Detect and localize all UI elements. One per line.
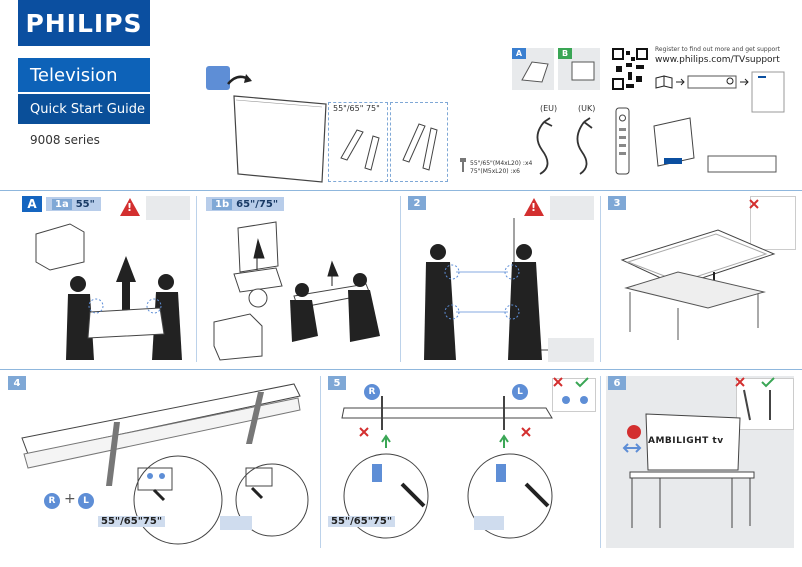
left-stand-badge-5: L — [512, 384, 528, 400]
stand-box-2 — [390, 102, 448, 182]
step-3-cross-panel — [750, 196, 796, 250]
step-3-illustration — [620, 199, 776, 340]
step-1a-illustration — [35, 223, 182, 360]
step-1b-tag: 1b 65"/75" — [206, 197, 285, 211]
tv-panel-illustration — [233, 95, 327, 183]
step-2-illustration — [424, 218, 548, 360]
remote-control-icon — [615, 107, 630, 175]
plug-uk-label: (UK) — [578, 104, 596, 113]
badge-b: B — [558, 48, 572, 59]
screw-spec-line2: 75"(M5xL20) :x6 — [470, 168, 520, 175]
step-5-badge: 5 — [328, 376, 346, 390]
power-cord-icon — [536, 117, 593, 175]
step-6-illustration — [622, 377, 775, 528]
wall-mount-icon — [521, 61, 595, 83]
brand-name: PHILIPS — [25, 8, 143, 38]
ambilight-logo: AMBILIGHT tv — [648, 436, 724, 446]
support-url[interactable]: www.philips.com/TVsupport — [655, 55, 780, 65]
step-1b-size: 65"/75" — [236, 198, 279, 210]
step-2-detail-panel — [550, 196, 594, 220]
step-1b-number: 1b — [212, 198, 233, 210]
step-6-check-panel — [736, 378, 794, 430]
qr-code-icon — [612, 48, 648, 90]
badge-a: A — [512, 48, 526, 59]
divider-row2 — [0, 369, 802, 370]
divider-v1 — [196, 196, 197, 362]
step-5-blank-label — [474, 516, 504, 530]
step-5-size-label: 55"/65"75" — [328, 516, 396, 527]
warning-exclamation: ! — [531, 201, 537, 214]
product-title: Television — [18, 58, 150, 92]
divider-v3 — [600, 196, 601, 362]
series-label: 9008 series — [30, 133, 100, 147]
step-a-badge: A — [22, 196, 42, 212]
documentation-icon — [653, 117, 777, 173]
step-6-badge: 6 — [608, 376, 626, 390]
divider-row1 — [0, 190, 802, 191]
warning-icon-2: ! — [524, 198, 544, 216]
step-1a-tag: 1a 55" — [46, 197, 101, 211]
stand-box-1 — [328, 102, 388, 182]
plug-eu-label: (EU) — [540, 104, 558, 113]
step-4-size-label: 55"/65"75" — [98, 516, 166, 527]
step-2-badge: 2 — [408, 196, 426, 210]
unbox-icon — [206, 66, 230, 90]
plus-sign: + — [64, 491, 76, 507]
screw-spec-line1: 55"/65"(M4xL20) :x4 — [470, 160, 533, 167]
step-1a-size: 55" — [75, 198, 95, 210]
step-1a-number: 1a — [52, 198, 72, 210]
step-1b-illustration — [213, 221, 380, 361]
arrow-icon — [227, 74, 252, 85]
stand-legs-icon — [340, 123, 438, 171]
step-4-illustration — [21, 383, 309, 545]
divider-v5 — [600, 376, 601, 548]
stand-sizes-label: 55"/65" 75" — [333, 104, 380, 113]
guide-title: Quick Start Guide — [18, 94, 150, 124]
step-3-badge: 3 — [608, 196, 626, 210]
warning-exclamation: ! — [127, 201, 133, 214]
step-1a-detail-panel — [146, 196, 190, 220]
book-search-icon — [655, 71, 785, 113]
left-stand-badge: L — [78, 493, 94, 509]
divider-v4 — [320, 376, 321, 548]
right-stand-badge-5: R — [364, 384, 380, 400]
screw-icon — [460, 158, 466, 172]
divider-v2 — [400, 196, 401, 362]
step-4-badge: 4 — [8, 376, 26, 390]
right-stand-badge: R — [44, 493, 60, 509]
philips-logo: PHILIPS — [18, 0, 150, 46]
step-4-blank-label — [220, 516, 252, 530]
screw-spec: 55"/65"(M4xL20) :x4 75"(M5xL20) :x6 — [470, 160, 532, 176]
register-text: Register to find out more and get suppor… — [655, 46, 781, 53]
step-2-bottom-panel — [548, 338, 594, 362]
warning-icon: ! — [120, 198, 140, 216]
